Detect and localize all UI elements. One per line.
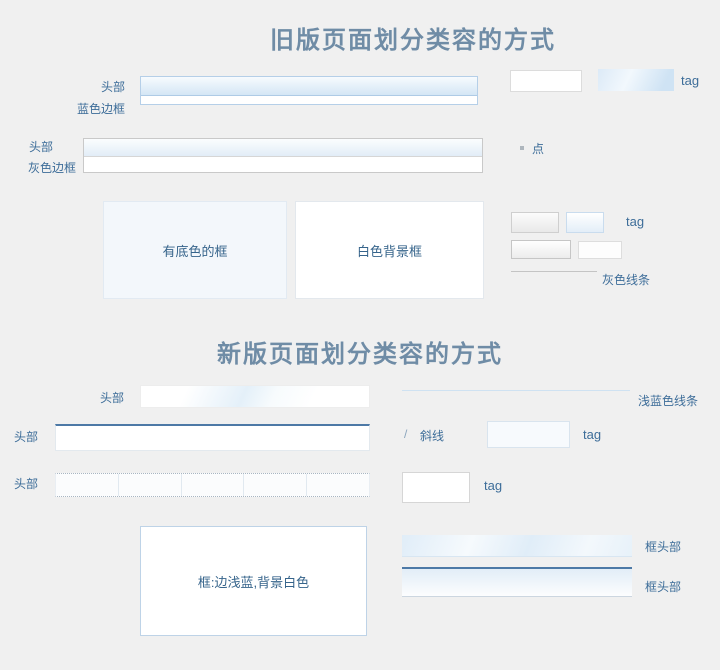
gray-frame-header-bar (84, 139, 482, 157)
light-blue-line-sample (402, 390, 630, 391)
slash-label: 斜线 (420, 429, 445, 443)
light-blue-tag-sample-box (487, 421, 570, 448)
segment-cell (119, 474, 182, 496)
slash-symbol: / (404, 427, 408, 441)
tag-label-top: tag (681, 73, 700, 88)
gray-bordered-tag-box (511, 240, 571, 259)
frame-header-topline-bar (402, 567, 632, 597)
tag-label-c: tag (484, 478, 503, 493)
blue-border-frame (140, 76, 478, 105)
segment-cell (307, 474, 369, 496)
gray-line-label: 灰色线条 (602, 273, 651, 287)
tag-label-mid: tag (626, 214, 645, 229)
frame-header-gradient-bar (402, 535, 632, 557)
tag-label-b: tag (583, 427, 602, 442)
segment-cell (182, 474, 245, 496)
blue-frame-header-bar (141, 77, 477, 96)
gray-frame-header-label: 头部 (29, 140, 54, 154)
gray-border-frame (83, 138, 483, 173)
gray-line-sample (511, 271, 597, 272)
blue-gradient-tag-box (566, 212, 604, 233)
light-blue-line-label: 浅蓝色线条 (638, 394, 699, 408)
light-blue-border-white-box: 框:边浅蓝,背景白色 (140, 526, 367, 636)
top-blue-border-header-bar (55, 424, 370, 451)
dot-marker (520, 146, 524, 150)
gray-gradient-tag-box (511, 212, 559, 233)
new-header-b-label: 头部 (14, 430, 39, 444)
dotted-segmented-header-bar (55, 473, 370, 497)
segment-cell (56, 474, 119, 496)
dot-label: 点 (532, 142, 545, 156)
blue-frame-header-label: 头部 (100, 80, 125, 94)
sheen-header-bar (140, 385, 370, 408)
gray-border-label: 灰色边框 (28, 161, 77, 175)
segment-cell (244, 474, 308, 496)
white-background-box: 白色背景框 (295, 201, 484, 299)
white-tag-sample-box (510, 70, 582, 92)
new-section-title: 新版页面划分类容的方式 (217, 341, 503, 368)
new-header-a-label: 头部 (100, 391, 125, 405)
blue-tag-sample-box (598, 69, 674, 91)
plain-tag-box (578, 241, 622, 259)
white-tag-sample-box-new (402, 472, 470, 503)
new-header-c-label: 头部 (14, 477, 39, 491)
frame-header-label-2: 框头部 (645, 580, 682, 594)
tinted-background-box: 有底色的框 (103, 201, 287, 299)
frame-header-label-1: 框头部 (645, 540, 682, 554)
old-section-title: 旧版页面划分类容的方式 (270, 27, 556, 54)
blue-border-label: 蓝色边框 (76, 102, 125, 116)
